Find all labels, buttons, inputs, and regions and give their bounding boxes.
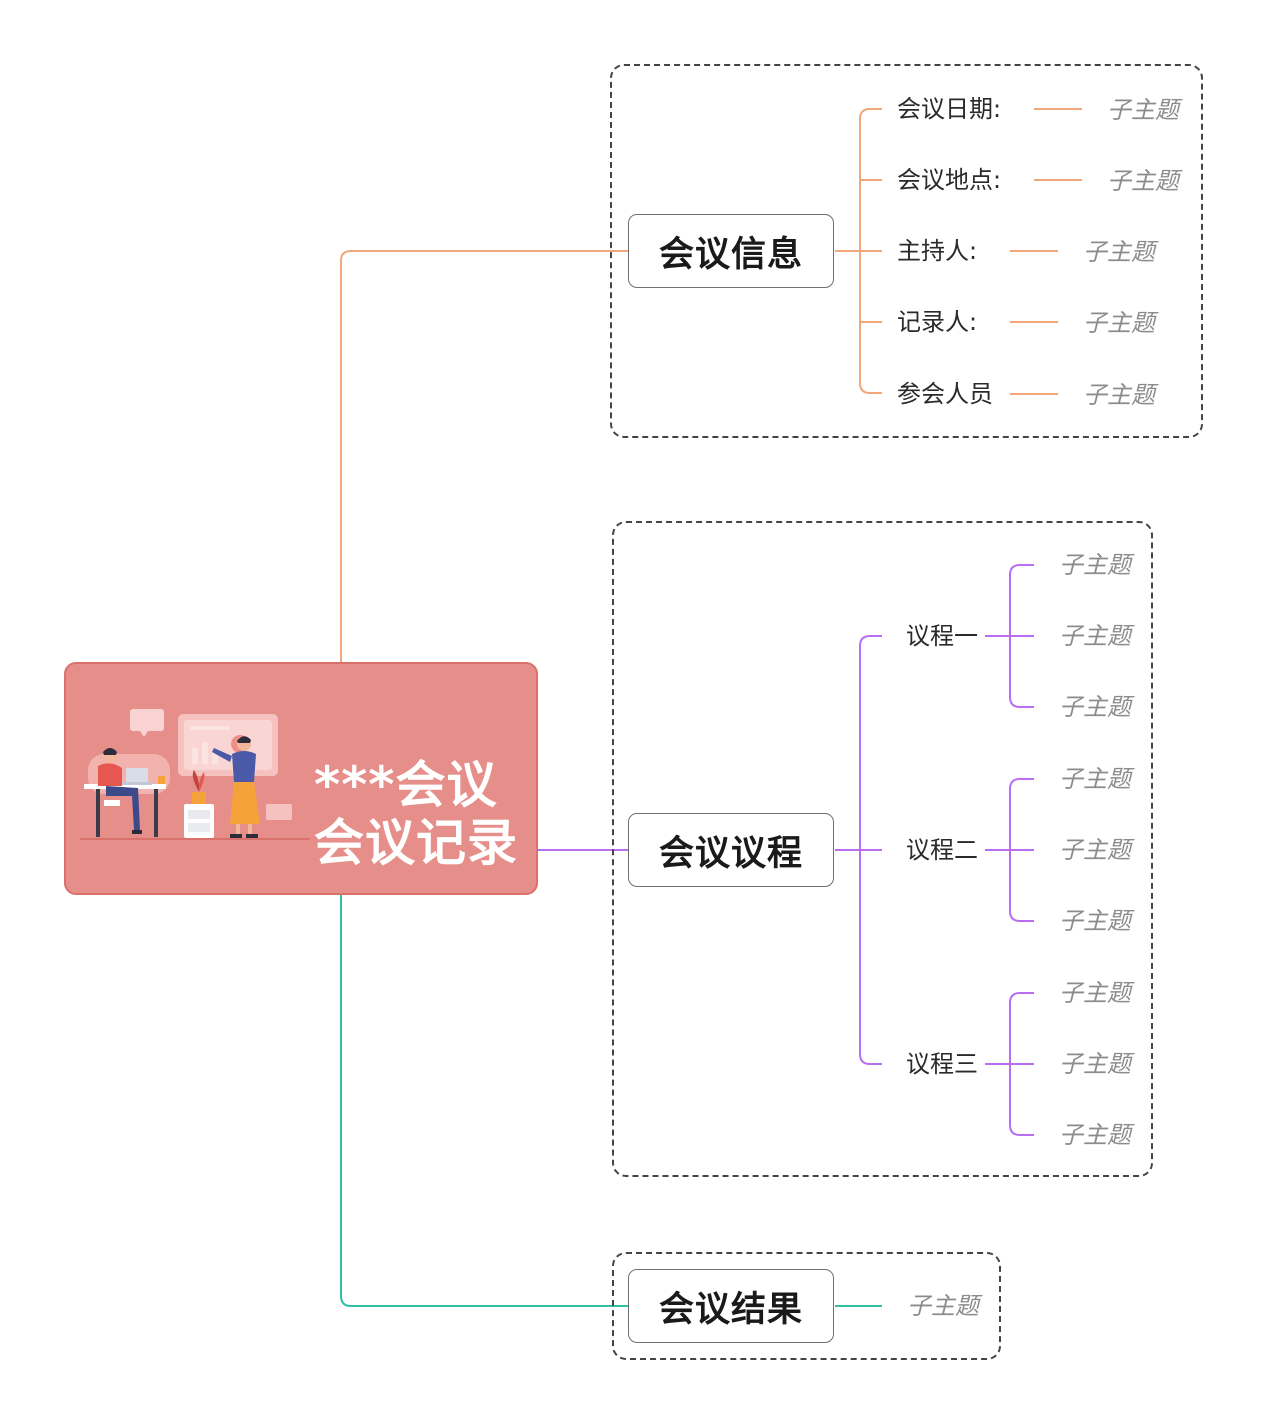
info-item-date-value[interactable]: 子主题 — [1107, 96, 1179, 124]
agenda-group-box — [612, 521, 1153, 1177]
agenda-item-3-sub-3[interactable]: 子主题 — [1059, 1121, 1131, 1149]
branch-info[interactable]: 会议信息 — [628, 214, 834, 288]
info-group-box — [610, 64, 1203, 438]
info-item-host-label[interactable]: 主持人: — [897, 237, 978, 265]
agenda-item-3-sub-1[interactable]: 子主题 — [1059, 979, 1131, 1007]
info-item-recorder-label[interactable]: 记录人: — [897, 308, 978, 336]
info-item-location-value[interactable]: 子主题 — [1107, 167, 1179, 195]
agenda-item-3-sub-2[interactable]: 子主题 — [1059, 1050, 1131, 1078]
central-title: ***会议 会议记录 — [314, 756, 518, 872]
agenda-item-1-sub-1[interactable]: 子主题 — [1059, 551, 1131, 579]
info-item-attendees-value[interactable]: 子主题 — [1083, 381, 1155, 409]
branch-result[interactable]: 会议结果 — [628, 1269, 834, 1343]
info-item-location-label[interactable]: 会议地点: — [897, 166, 1002, 194]
office-meeting-illustration — [80, 709, 310, 840]
agenda-item-2-sub-2[interactable]: 子主题 — [1059, 836, 1131, 864]
agenda-item-3-label[interactable]: 议程三 — [906, 1050, 978, 1078]
agenda-item-2-label[interactable]: 议程二 — [906, 836, 978, 864]
connector-root-result — [340, 895, 628, 1307]
branch-agenda[interactable]: 会议议程 — [628, 813, 834, 887]
agenda-item-1-label[interactable]: 议程一 — [906, 622, 978, 650]
info-item-recorder-value[interactable]: 子主题 — [1083, 309, 1155, 337]
agenda-item-2-sub-3[interactable]: 子主题 — [1059, 907, 1131, 935]
agenda-item-1-sub-2[interactable]: 子主题 — [1059, 622, 1131, 650]
info-item-host-value[interactable]: 子主题 — [1083, 238, 1155, 266]
info-item-attendees-label[interactable]: 参会人员 — [897, 380, 993, 408]
connector-root-info — [340, 250, 628, 662]
agenda-item-1-sub-3[interactable]: 子主题 — [1059, 693, 1131, 721]
central-topic[interactable]: ***会议 会议记录 — [64, 662, 538, 895]
info-bracket — [835, 108, 1082, 395]
central-title-line2: 会议记录 — [314, 814, 518, 872]
agenda-bracket — [835, 564, 1034, 1136]
agenda-item-2-sub-1[interactable]: 子主题 — [1059, 765, 1131, 793]
result-group-box — [612, 1252, 1001, 1360]
central-title-line1: ***会议 — [314, 756, 498, 814]
result-item-value[interactable]: 子主题 — [907, 1292, 979, 1320]
info-item-date-label[interactable]: 会议日期: — [897, 95, 1002, 123]
